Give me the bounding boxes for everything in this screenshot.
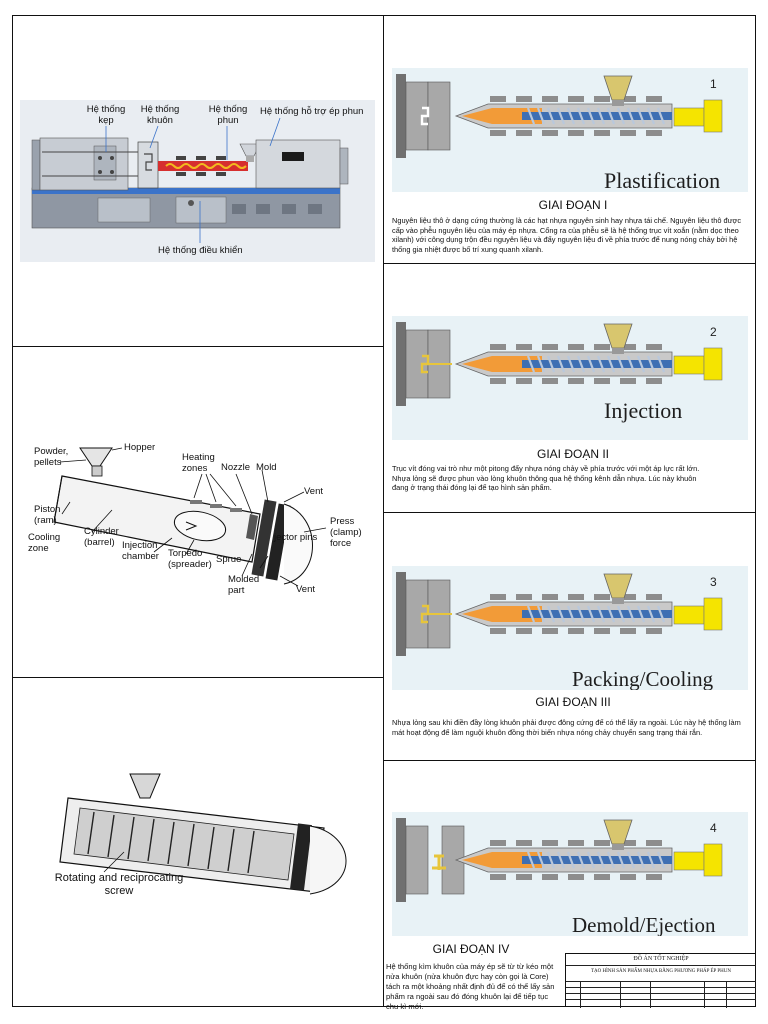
label-vent-top: Vent [304, 486, 324, 497]
label-molded-part: Molded part [228, 574, 260, 596]
title-block-heading: ĐỒ ÁN TỐT NGHIỆP [633, 956, 689, 962]
sheet-divider-vertical [383, 15, 384, 1007]
stage-1-number: 1 [710, 77, 717, 91]
divider-right-2 [383, 512, 756, 513]
label-rotating-screw: Rotating and reciprocating screw [54, 872, 184, 897]
label-heating-zones: Heating zones [182, 452, 215, 474]
label-hopper: Hopper [124, 442, 156, 453]
stage-4-text: Hệ thống kìm khuôn của máy ép sẽ từ từ k… [386, 962, 555, 1011]
label-support-system: Hệ thống hỗ trợ ép phun [260, 106, 364, 117]
stage-1-banner: Plastification [604, 168, 720, 192]
stage-3-title: GIAI ĐOẠN III [535, 695, 611, 709]
label-clamp-system: Hệ thống kẹp [86, 104, 126, 126]
label-cooling-zone: Cooling zone [28, 532, 61, 554]
divider-left-2 [12, 677, 383, 678]
stage-1-text: Nguyên liệu thô ở dạng cứng thường là cá… [392, 216, 742, 254]
machine-overview-figure: Hệ thống kẹp Hệ thống khuôn Hệ thống phu… [20, 100, 375, 262]
cross-section-figure: Powder, pellets Hopper Heating zones Noz… [22, 436, 372, 608]
label-nozzle: Nozzle [221, 462, 251, 473]
label-mold-system: Hệ thống khuôn [140, 104, 180, 126]
label-cylinder: Cylinder (barrel) [84, 526, 119, 548]
stage-2-number: 2 [710, 325, 717, 339]
divider-right-3 [383, 760, 756, 761]
label-injection-chamber: Injection chamber [122, 540, 159, 562]
label-piston: Piston (ram) [34, 504, 61, 526]
divider-right-1 [383, 263, 756, 264]
stage-4-title: GIAI ĐOẠN IV [432, 942, 510, 956]
stage-3-number: 3 [710, 575, 717, 589]
label-powder-pellets: Powder, pellets [34, 446, 69, 468]
divider-left-1 [12, 346, 383, 347]
label-ejector-pins: jector pins [274, 532, 318, 543]
stage-2-text: Trục vít đóng vai trò như một pitong đẩy… [392, 464, 700, 493]
stage-3-banner: Packing/Cooling [572, 667, 714, 690]
stage-2-title: GIAI ĐOẠN II [536, 447, 609, 461]
label-mold: Mold [256, 462, 277, 473]
label-control-system: Hệ thống điều khiển [158, 245, 243, 256]
stage-4-banner: Demold/Ejection [572, 913, 716, 936]
stage-4-number: 4 [710, 821, 717, 835]
stage-1-title: GIAI ĐOẠN I [538, 198, 608, 212]
label-press-force: Press (clamp) force [330, 516, 362, 549]
title-block-subject: TẠO HÌNH SẢN PHẨM NHỰA BẰNG PHƯƠNG PHÁP … [590, 969, 732, 974]
label-vent-bottom: Vent [296, 584, 316, 595]
stage-3-text: Nhựa lỏng sau khi điền đầy lòng khuôn ph… [392, 718, 741, 737]
label-sprue: Sprue [216, 554, 242, 565]
label-injection-system: Hệ thống phun [208, 104, 248, 126]
drawing-sheet [12, 15, 756, 1007]
screw-figure: Rotating and reciprocating screw [24, 768, 364, 918]
label-torpedo: Torpedo (spreader) [168, 548, 212, 570]
stage-2-banner: Injection [604, 398, 682, 423]
title-block: ĐỒ ÁN TỐT NGHIỆP TẠO HÌNH SẢN PHẨM NHỰA … [565, 953, 756, 1008]
